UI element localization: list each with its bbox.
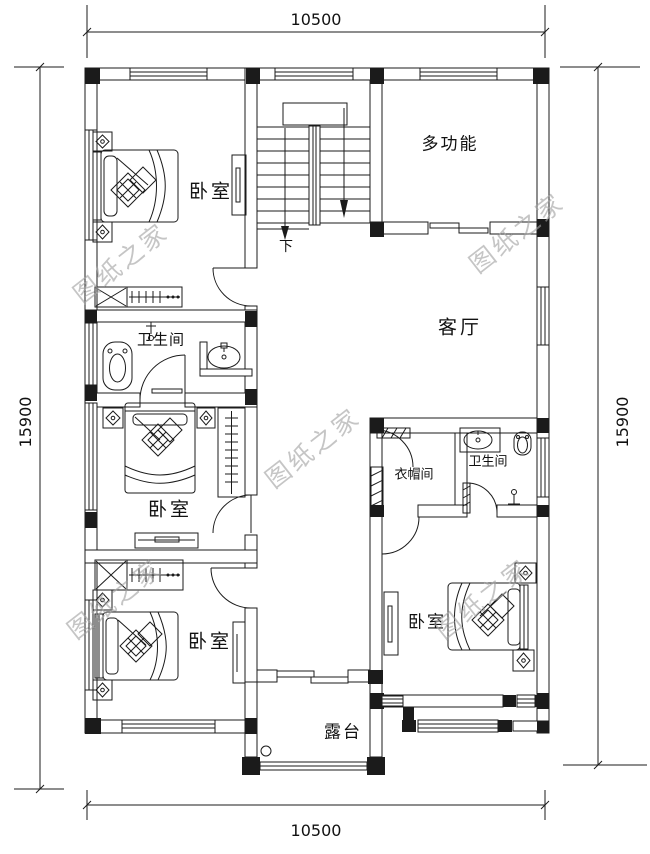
stairs-down-label: 下 bbox=[279, 239, 293, 255]
sliding-door-terrace bbox=[276, 670, 349, 684]
terrace-details bbox=[260, 745, 367, 767]
structural-columns bbox=[85, 68, 549, 775]
bed bbox=[92, 149, 179, 223]
door-bathroom-left bbox=[139, 354, 186, 401]
room-label-terrace: 露台 bbox=[324, 722, 362, 743]
room-label-multi-function: 多功能 bbox=[421, 134, 479, 155]
wardrobe bbox=[217, 407, 246, 498]
bed bbox=[447, 582, 529, 651]
doors bbox=[139, 222, 498, 684]
washbasin bbox=[463, 430, 493, 450]
room-label-bathroom-left: 卫生间 bbox=[136, 330, 186, 349]
door-bathroom-right bbox=[462, 482, 498, 514]
nightstand bbox=[512, 649, 535, 672]
furniture-bedroom-bottom-left bbox=[92, 559, 246, 701]
door-bedroom-bottom-right bbox=[381, 516, 420, 555]
tv-cabinet bbox=[232, 621, 246, 684]
vanity-counter bbox=[459, 427, 501, 453]
closet bbox=[94, 286, 183, 308]
nightstand bbox=[92, 589, 113, 611]
shower-head bbox=[146, 322, 156, 341]
washbasin bbox=[207, 342, 241, 369]
tv-stand bbox=[134, 532, 199, 549]
nightstand bbox=[92, 221, 113, 243]
room-label-cloakroom: 衣帽间 bbox=[394, 467, 434, 483]
stairs-down-arrow bbox=[281, 108, 348, 240]
dimension-bottom: 10500 bbox=[290, 821, 342, 840]
dimension-left: 15900 bbox=[16, 396, 35, 448]
furniture-bedroom-mid-left bbox=[102, 402, 246, 549]
room-label-bedroom-bottom-left: 卧室 bbox=[187, 630, 233, 653]
squat-toilet bbox=[102, 341, 133, 391]
nightstand bbox=[92, 679, 113, 701]
dimension-top: 10500 bbox=[290, 10, 342, 29]
room-label-bedroom-top-left: 卧室 bbox=[188, 180, 234, 203]
door-bedroom-mid-left bbox=[212, 494, 252, 534]
door-bedroom-top-left bbox=[212, 267, 252, 307]
staircase bbox=[257, 102, 370, 240]
tv-cabinet bbox=[231, 154, 247, 216]
furniture-bedroom-top-left bbox=[92, 131, 247, 308]
bed bbox=[94, 611, 179, 681]
shower-head bbox=[508, 489, 520, 505]
room-label-living-room: 客厅 bbox=[437, 316, 483, 339]
furniture-bedroom-bottom-right bbox=[383, 562, 537, 672]
sliding-door-multi-function bbox=[429, 222, 489, 234]
door-bedroom-bottom-left bbox=[210, 567, 252, 609]
room-label-bedroom-mid-left: 卧室 bbox=[147, 498, 193, 521]
dimension-right: 15900 bbox=[613, 396, 632, 448]
tv-cabinet bbox=[383, 591, 399, 656]
dimension-lines bbox=[14, 5, 647, 820]
closet bbox=[94, 559, 184, 591]
nightstand bbox=[102, 407, 124, 429]
walls bbox=[84, 67, 550, 771]
door-cloakroom bbox=[370, 427, 414, 511]
floor-drain bbox=[260, 745, 272, 757]
bed bbox=[124, 402, 196, 494]
nightstand bbox=[514, 562, 537, 584]
fixtures-bathroom-right bbox=[459, 427, 532, 505]
nightstand bbox=[196, 407, 216, 429]
room-label-bathroom-right: 卫生间 bbox=[468, 454, 508, 470]
room-label-bedroom-bottom-right: 卧室 bbox=[408, 612, 446, 633]
squat-toilet bbox=[513, 431, 532, 456]
nightstand bbox=[92, 131, 113, 152]
fixtures-bathroom-left bbox=[102, 322, 241, 391]
windows bbox=[84, 67, 550, 734]
